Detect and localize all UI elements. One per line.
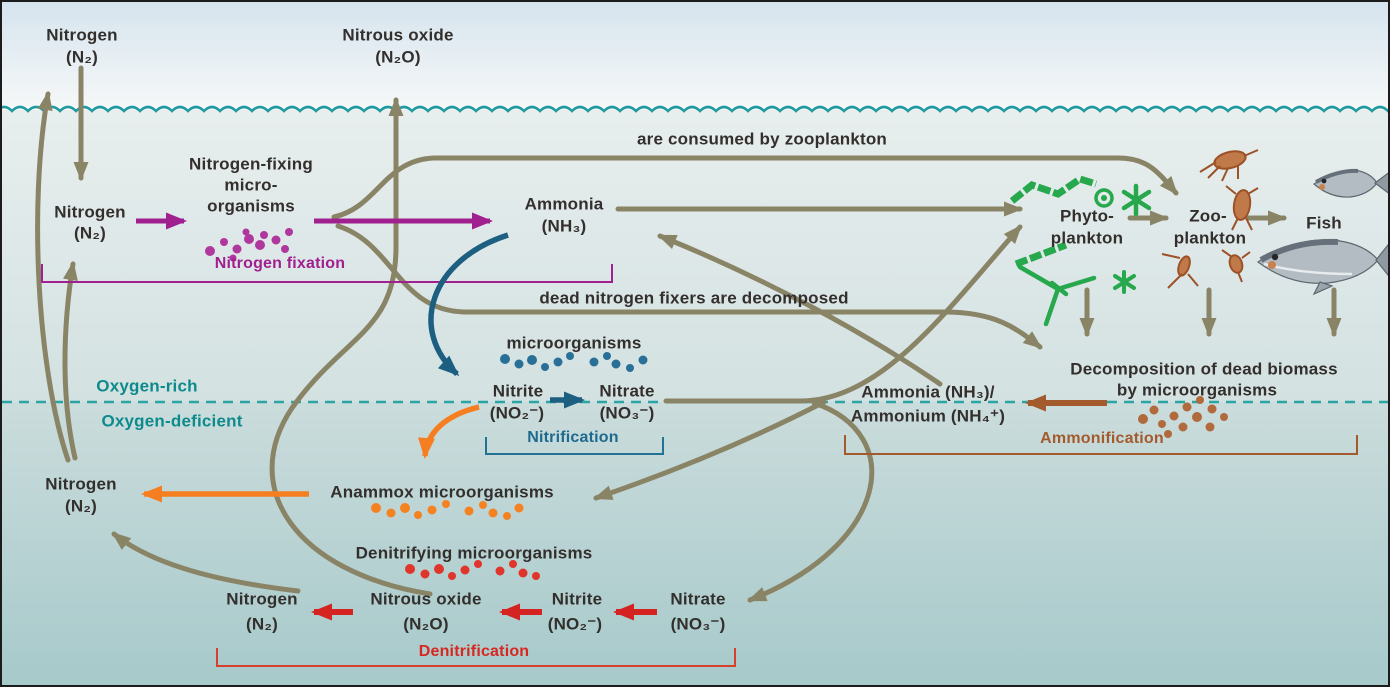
label-chain-nitrite: Nitrite — [551, 589, 603, 609]
nitrification-bracket — [485, 437, 664, 455]
arrow-ammonia-to-nitrite — [428, 232, 509, 377]
label-nitrogen-fixers-3: organisms — [207, 196, 295, 216]
arrow-nitrate-to-phyto — [663, 224, 1023, 404]
label-nitrification: Nitrification — [527, 429, 619, 446]
zooplankton-icon — [1161, 149, 1259, 289]
nitrogen-fixer-dots — [205, 228, 293, 262]
decomposer-microbe-dots — [1138, 396, 1228, 438]
ammonification-bracket — [844, 435, 1358, 455]
label-zooplankton-2: plankton — [1173, 228, 1247, 248]
label-phytoplankton-2: plankton — [1050, 228, 1124, 248]
atmosphere-band — [2, 2, 1388, 110]
label-nitrogen-atmosphere-formula: (N₂) — [66, 47, 98, 67]
arrow-ammonium-to-ammonia — [657, 233, 943, 387]
label-nitrogen-fixers-1: Nitrogen-fixing — [189, 154, 313, 174]
arrow-n2-to-atmosphere — [35, 91, 71, 463]
arrow-fixers-consumed — [331, 155, 1179, 220]
label-oxygen-rich: Oxygen-rich — [96, 376, 198, 396]
nitrifying-microbe-dots — [500, 352, 648, 372]
label-nitrate: Nitrate — [599, 381, 655, 401]
arrow-nitrite-to-anammox — [418, 404, 480, 459]
label-chain-nitrogen-formula: (N₂) — [246, 614, 278, 634]
label-chain-nitrous-oxide-formula: (N₂O) — [403, 614, 449, 634]
anammox-microbe-dots — [371, 500, 524, 520]
ammonification-arrows — [844, 394, 1358, 455]
arrow-nitrate-sinking — [747, 400, 875, 603]
nitrogen-fixation-bracket — [41, 264, 613, 283]
label-ammonium-1: Ammonia (NH₃)/ — [861, 382, 995, 402]
arrow-n2o-escape — [269, 97, 433, 597]
label-nitrous-oxide-atmosphere: Nitrous oxide — [342, 25, 454, 45]
denitrifying-microbe-dots — [405, 560, 540, 580]
label-nitrous-oxide-atmosphere-formula: (N₂O) — [375, 47, 421, 67]
label-ammonia-formula: (NH₃) — [541, 216, 587, 236]
label-nitrogen-fixation: Nitrogen fixation — [214, 255, 346, 272]
label-nitrogen-dissolved: Nitrogen — [54, 202, 126, 222]
label-phytoplankton-1: Phyto- — [1059, 206, 1115, 226]
fish-icon — [1256, 168, 1388, 296]
fish-large — [1256, 238, 1388, 296]
label-decomposition-2: by microorganisms — [1116, 380, 1278, 400]
label-ammonia: Ammonia — [524, 194, 604, 214]
label-chain-nitrous-oxide: Nitrous oxide — [370, 589, 482, 609]
denitrification-arrows — [216, 603, 736, 667]
arrow-n2-upwelling — [62, 261, 78, 461]
label-ammonification: Ammonification — [1040, 430, 1164, 447]
nitrification-arrows — [428, 232, 664, 455]
arrow-denitrified-n2-join — [111, 531, 301, 594]
label-oxygen-deficient: Oxygen-deficient — [101, 411, 243, 431]
label-nitrogen-fixers-2: micro- — [224, 175, 278, 195]
label-nitrate-formula: (NO₃⁻) — [599, 403, 655, 423]
label-nitrifying-microorganisms: microorganisms — [506, 333, 642, 353]
label-anammox: Anammox microorganisms — [330, 482, 554, 502]
label-nitrogen-product-formula: (N₂) — [65, 496, 97, 516]
denitrification-bracket — [216, 648, 736, 667]
label-consumed-by-zooplankton: are consumed by zooplankton — [636, 129, 888, 149]
arrow-dead-fixers — [335, 223, 1043, 350]
label-nitrite: Nitrite — [492, 381, 544, 401]
label-chain-nitrate-formula: (NO₃⁻) — [670, 614, 726, 634]
label-ammonium-2: Ammonium (NH₄⁺) — [850, 406, 1006, 426]
phytoplankton-icon — [1009, 175, 1152, 327]
label-nitrogen-dissolved-formula: (N₂) — [74, 223, 106, 243]
label-nitrogen-atmosphere: Nitrogen — [46, 25, 118, 45]
arrow-to-anammox — [593, 399, 827, 501]
label-fish: Fish — [1306, 213, 1342, 233]
label-dead-fixers-decomposed: dead nitrogen fixers are decomposed — [539, 288, 849, 308]
label-chain-nitrogen: Nitrogen — [226, 589, 298, 609]
label-denitrification: Denitrification — [418, 643, 530, 660]
water-surface-wave — [2, 105, 1388, 113]
nitrogen-fixation-arrows — [41, 212, 613, 283]
flow-arrows-olive — [35, 65, 1342, 603]
oxygen-deficient-zone — [2, 402, 1388, 685]
label-nitrite-formula: (NO₂⁻) — [489, 403, 545, 423]
label-decomposition-1: Decomposition of dead biomass — [1070, 359, 1338, 379]
label-zooplankton-1: Zoo- — [1189, 206, 1227, 226]
label-denitrifying: Denitrifying microorganisms — [355, 543, 593, 563]
anammox-arrows — [141, 404, 480, 503]
label-nitrogen-product: Nitrogen — [45, 474, 117, 494]
label-chain-nitrite-formula: (NO₂⁻) — [547, 614, 603, 634]
fish-small — [1313, 168, 1388, 198]
label-chain-nitrate: Nitrate — [670, 589, 726, 609]
